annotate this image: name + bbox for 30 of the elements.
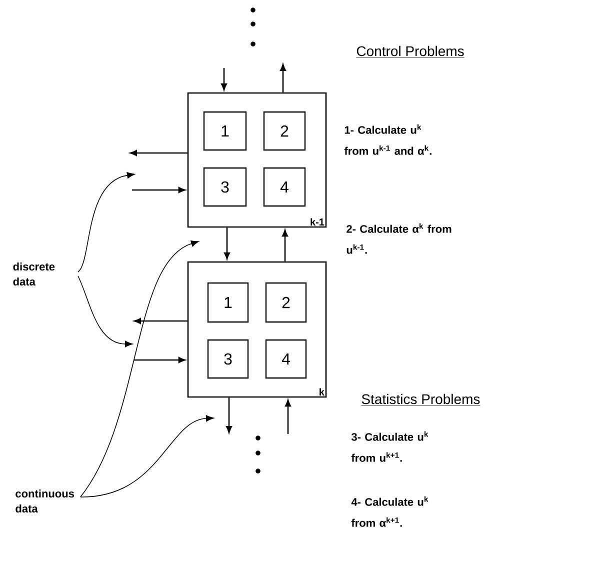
step-box: 1 — [207, 282, 249, 323]
problem-description: 2- Calculate α$^{k}$ from u$^{k-1}$. — [346, 223, 452, 254]
arrow — [282, 230, 288, 262]
leader-line — [78, 172, 135, 272]
arrow — [224, 228, 230, 260]
arrow — [280, 64, 286, 92]
heading: Control Problems — [356, 46, 465, 58]
step-box: 2 — [263, 111, 306, 151]
arrow — [130, 150, 188, 156]
arrow — [221, 68, 227, 90]
arrow — [226, 398, 232, 434]
problem-description: 1- Calculate u$^{k}$ from u$^{k-1}$ and α$^{k}$. — [344, 124, 432, 155]
data-label: continuous data — [16, 489, 74, 513]
heading: Statistics Problems — [361, 394, 480, 406]
problem-description: 3- Calculate u$^{k}$ from u$^{k+1}$. — [351, 431, 428, 462]
leader-line — [78, 276, 133, 348]
leader-line — [80, 415, 214, 498]
problem-description: 4- Calculate u$^{k}$ from α$^{k+1}$. — [351, 496, 428, 527]
step-box: 3 — [203, 167, 247, 207]
data-label: discrete data — [13, 262, 55, 286]
step-box: 4 — [265, 339, 307, 379]
step-box: 4 — [263, 167, 306, 207]
arrow — [134, 357, 186, 363]
arrow — [285, 400, 291, 434]
step-box: 1 — [203, 111, 247, 151]
arrow — [132, 187, 186, 193]
leader-line — [80, 240, 199, 498]
step-box: 2 — [265, 282, 307, 323]
arrow — [134, 318, 188, 324]
step-box: 3 — [207, 339, 249, 379]
